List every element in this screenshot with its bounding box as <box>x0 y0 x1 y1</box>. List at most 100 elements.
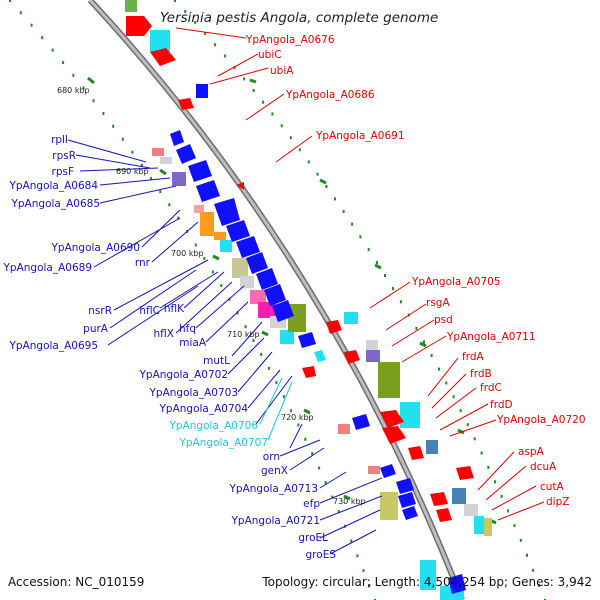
gene-label[interactable]: groEL <box>298 532 328 544</box>
gene-label[interactable]: hflX <box>154 328 174 340</box>
gene-feature[interactable] <box>368 466 380 474</box>
gene-arrow[interactable] <box>126 16 152 36</box>
gene-label[interactable]: dcuA <box>530 461 557 473</box>
gene-label[interactable]: rplI <box>51 134 68 146</box>
gene-feature[interactable] <box>280 330 294 344</box>
gene-label[interactable]: efp <box>303 498 320 510</box>
gene-feature[interactable] <box>258 302 276 318</box>
gene-arrow[interactable] <box>398 492 416 508</box>
gene-arrow[interactable] <box>380 464 396 478</box>
gene-feature[interactable] <box>125 0 137 12</box>
gene-label[interactable]: YpAngola_A0706 <box>168 420 258 432</box>
gene-arrow[interactable] <box>214 198 240 226</box>
gene-arrow[interactable] <box>150 48 176 66</box>
gene-feature[interactable] <box>344 312 358 324</box>
gene-label[interactable]: rpsF <box>52 166 75 178</box>
gene-feature[interactable] <box>150 30 170 52</box>
gene-label[interactable]: genX <box>261 465 288 477</box>
gene-label[interactable]: YpAngola_A0695 <box>8 340 98 352</box>
gene-feature[interactable] <box>426 440 438 454</box>
gene-arrow[interactable] <box>178 98 194 110</box>
gene-label[interactable]: ubiC <box>258 49 282 61</box>
gene-feature[interactable] <box>172 172 186 186</box>
gene-label[interactable]: miaA <box>179 337 207 349</box>
gene-feature[interactable] <box>380 492 398 520</box>
gene-arrow[interactable] <box>448 574 466 594</box>
gene-arrow[interactable] <box>436 508 452 522</box>
gene-arrow[interactable] <box>456 466 474 480</box>
gene-label[interactable]: YpAngola_A0720 <box>496 414 586 426</box>
gene-feature[interactable] <box>152 148 164 156</box>
gene-feature[interactable] <box>338 424 350 434</box>
gene-arrow[interactable] <box>302 366 316 378</box>
gene-label[interactable]: frdD <box>490 399 513 411</box>
gene-label[interactable]: psd <box>434 314 453 326</box>
gene-arrow[interactable] <box>236 236 260 258</box>
gene-arrow[interactable] <box>236 182 244 190</box>
gene-arrow[interactable] <box>380 410 404 428</box>
gene-feature[interactable] <box>378 362 400 398</box>
gene-label[interactable]: purA <box>83 323 109 335</box>
gene-arrow[interactable] <box>196 180 220 202</box>
gene-label[interactable]: YpAngola_A0721 <box>230 515 320 527</box>
gene-feature[interactable] <box>160 157 172 164</box>
gene-label[interactable]: YpAngola_A0690 <box>50 242 140 254</box>
gene-arrow[interactable] <box>326 320 342 334</box>
gene-label[interactable]: frdA <box>462 351 484 363</box>
gene-arrow[interactable] <box>382 426 406 444</box>
gene-label[interactable]: YpAngola_A0689 <box>2 262 92 274</box>
gene-label[interactable]: nsrR <box>88 305 112 317</box>
gene-feature[interactable] <box>366 350 380 362</box>
gene-label[interactable]: rnr <box>135 257 151 269</box>
gene-label[interactable]: rpsR <box>52 150 76 162</box>
gene-label[interactable]: mutL <box>203 355 230 367</box>
gene-label[interactable]: dipZ <box>546 496 569 508</box>
gene-label[interactable]: YpAngola_A0703 <box>148 387 238 399</box>
gene-label[interactable]: hfq <box>179 323 196 335</box>
gene-arrow[interactable] <box>264 284 286 306</box>
gene-label[interactable]: YpAngola_A0704 <box>158 403 248 415</box>
gene-label[interactable]: hflK <box>164 303 185 315</box>
gene-label[interactable]: groES <box>306 549 337 561</box>
gene-label[interactable]: YpAngola_A0691 <box>315 130 405 142</box>
gene-feature[interactable] <box>250 290 266 304</box>
gene-feature[interactable] <box>194 205 204 213</box>
gene-arrow[interactable] <box>246 252 268 274</box>
gene-feature[interactable] <box>214 232 226 240</box>
gene-label[interactable]: YpAngola_A0705 <box>411 276 501 288</box>
gene-arrow[interactable] <box>298 332 316 348</box>
gene-feature[interactable] <box>484 518 492 536</box>
gene-feature[interactable] <box>220 240 232 252</box>
gene-label[interactable]: cutA <box>540 481 565 493</box>
gene-arrow[interactable] <box>344 350 360 364</box>
gene-arrow[interactable] <box>176 144 196 164</box>
gene-label[interactable]: ubiA <box>270 65 294 77</box>
gene-feature[interactable] <box>288 304 306 332</box>
gene-feature[interactable] <box>200 212 214 236</box>
gene-label[interactable]: rsgA <box>426 297 450 309</box>
gene-arrow[interactable] <box>314 350 326 362</box>
gene-arrow[interactable] <box>402 506 418 520</box>
gene-feature[interactable] <box>400 402 420 428</box>
gene-label[interactable]: hflC <box>139 305 160 317</box>
gene-arrow[interactable] <box>272 300 294 322</box>
gene-arrow[interactable] <box>352 414 370 430</box>
gene-label[interactable]: YpAngola_A0676 <box>245 34 335 46</box>
gene-arrow[interactable] <box>430 492 448 506</box>
gene-label[interactable]: orn <box>263 451 280 463</box>
gene-label[interactable]: YpAngola_A0702 <box>138 369 228 381</box>
gene-arrow[interactable] <box>256 268 278 290</box>
gene-feature[interactable] <box>420 560 436 590</box>
gene-label[interactable]: aspA <box>518 446 545 458</box>
gene-label[interactable]: YpAngola_A0686 <box>285 89 375 101</box>
gene-feature[interactable] <box>366 340 378 350</box>
gene-label[interactable]: YpAngola_A0684 <box>8 180 98 192</box>
gene-arrow[interactable] <box>226 220 250 242</box>
gene-arrow[interactable] <box>396 478 414 494</box>
gene-feature[interactable] <box>196 84 208 98</box>
gene-label[interactable]: YpAngola_A0711 <box>446 331 536 343</box>
gene-arrow[interactable] <box>170 130 184 146</box>
gene-label[interactable]: frdC <box>480 382 502 394</box>
gene-arrow[interactable] <box>408 446 424 460</box>
gene-feature[interactable] <box>452 488 466 504</box>
